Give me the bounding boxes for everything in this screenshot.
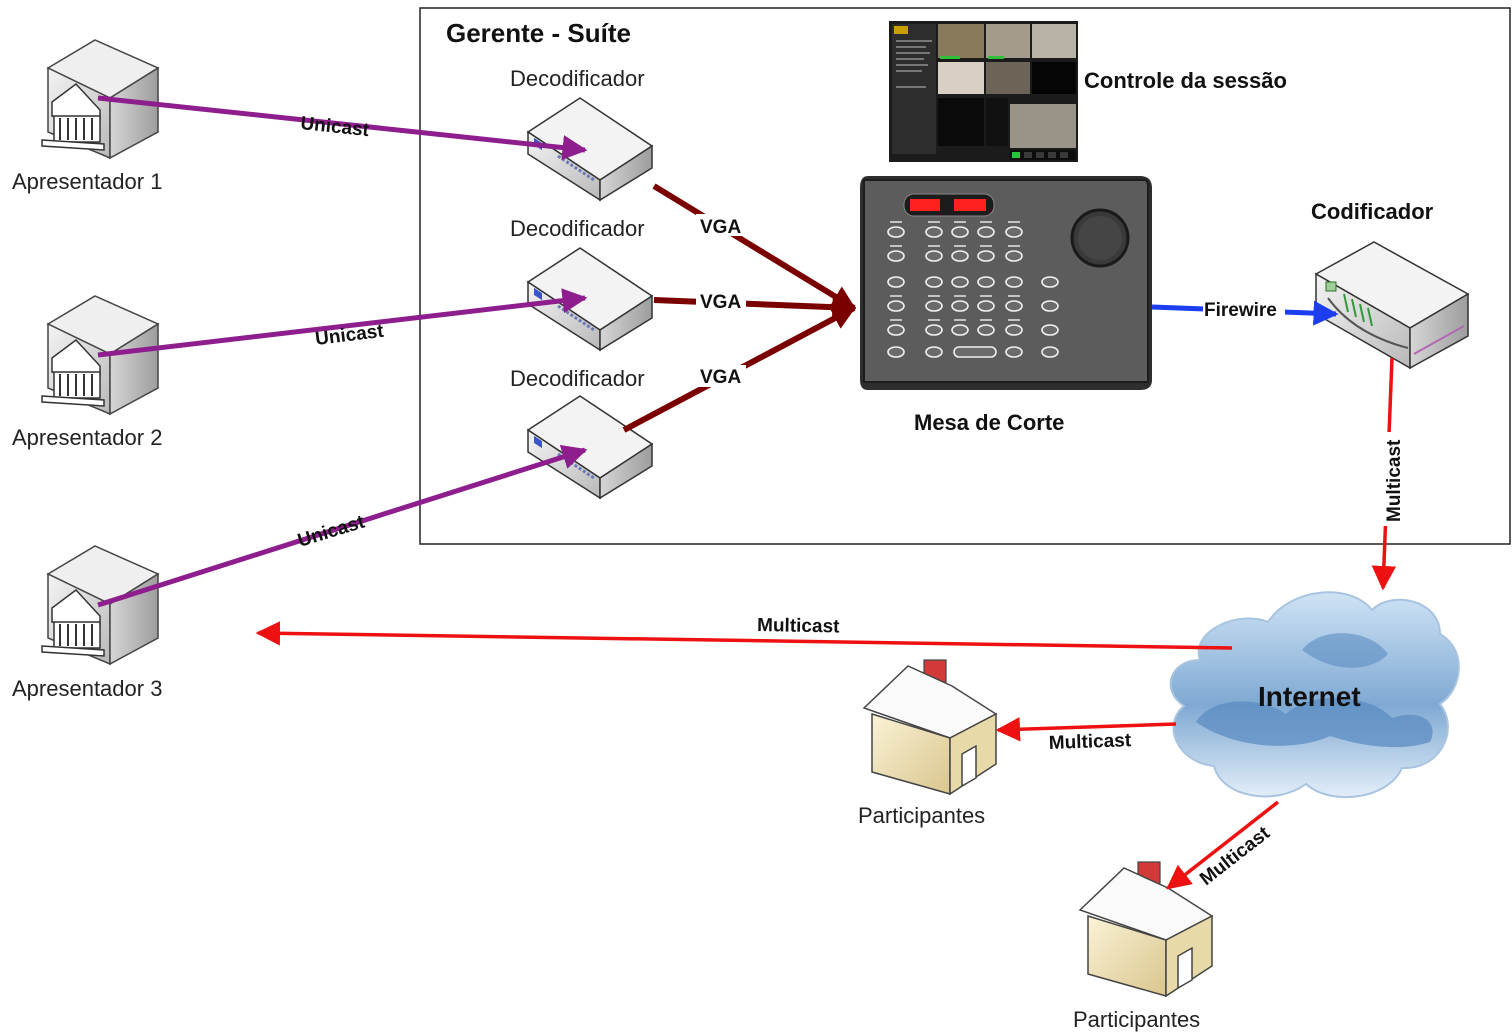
decoder-1-icon xyxy=(526,97,654,202)
edge-multicast-participants1-label: Multicast xyxy=(1048,730,1132,754)
internet-label: Internet xyxy=(1258,681,1361,712)
suite-frame xyxy=(419,7,1511,545)
edge-vga-1 xyxy=(652,183,857,311)
presenter-3-label: Apresentador 3 xyxy=(12,676,162,701)
presenter-2-label: Apresentador 2 xyxy=(12,425,162,450)
edge-vga-3-label: VGA xyxy=(700,367,741,388)
presenter-3-icon xyxy=(41,545,160,666)
decoder-1-label: Decodificador xyxy=(510,66,645,91)
edge-unicast-1-label: Unicast xyxy=(299,113,370,141)
edge-multicast-encoder-label: Multicast xyxy=(1384,439,1405,522)
suite-title: Gerente - Suíte xyxy=(446,18,631,48)
presenter-2-icon xyxy=(41,295,160,416)
edge-multicast-presenter3-label: Multicast xyxy=(757,615,840,637)
participants-1-label: Participantes xyxy=(858,803,985,828)
mixer-console-icon xyxy=(860,176,1152,390)
participants-2-label: Participantes xyxy=(1073,1007,1200,1032)
edge-unicast-1 xyxy=(97,95,588,161)
session-control-screen-icon xyxy=(889,21,1078,162)
session-control-label: Controle da sessão xyxy=(1084,68,1287,93)
encoder-icon xyxy=(1314,241,1470,370)
presenter-1-label: Apresentador 1 xyxy=(12,169,162,194)
edge-unicast-3-label: Unicast xyxy=(295,511,367,551)
edge-vga-1-label: VGA xyxy=(700,217,741,238)
decoder-3-icon xyxy=(526,395,654,500)
participants-1-house-icon xyxy=(862,659,998,796)
edge-firewire-label: Firewire xyxy=(1204,300,1277,321)
decoder-2-icon xyxy=(526,247,654,352)
presenter-1-icon xyxy=(41,39,160,160)
edge-multicast-participants2 xyxy=(1166,800,1280,890)
internet-cloud-icon xyxy=(1169,591,1460,799)
decoder-2-label: Decodificador xyxy=(510,216,645,241)
edge-unicast-2-label: Unicast xyxy=(314,321,385,350)
mixer-label: Mesa de Corte xyxy=(914,410,1064,435)
encoder-label: Codificador xyxy=(1311,199,1434,224)
edge-multicast-presenter3 xyxy=(255,621,1233,650)
edge-unicast-2 xyxy=(97,288,588,358)
edge-vga-2 xyxy=(653,295,857,320)
decoder-3-label: Decodificador xyxy=(510,366,645,391)
participants-2-house-icon xyxy=(1078,861,1214,998)
edge-multicast-participants1 xyxy=(995,717,1177,742)
edge-vga-2-label: VGA xyxy=(700,292,741,313)
edge-unicast-3 xyxy=(97,444,588,608)
